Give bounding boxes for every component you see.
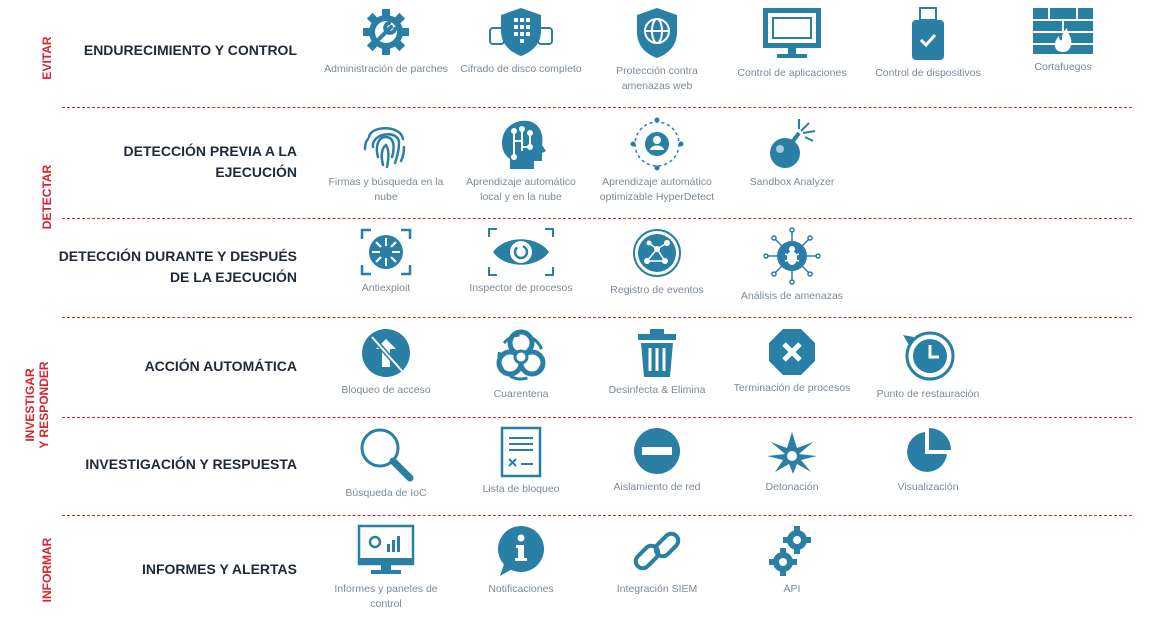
category-title-deteccion-previa: DETECCIÓN PREVIA A LA EJECUCIÓN: [123, 143, 297, 180]
item-label: Aislamiento de red: [613, 481, 701, 493]
item-label: Lista de bloqueo: [482, 483, 560, 495]
item-label: Control de aplicaciones: [737, 67, 847, 79]
item-informes-paneles: Informes y paneles de control: [316, 524, 456, 612]
item-label: Cortafuegos: [1034, 61, 1092, 73]
item-label: Administración de parches: [324, 63, 448, 75]
fingerprint-icon: [363, 127, 406, 169]
pie-chart-icon: [907, 428, 951, 472]
item-analisis-amenazas: Análisis de amenazas: [722, 227, 862, 304]
item-api: API: [722, 524, 862, 597]
item-label: Registro de eventos: [610, 284, 704, 296]
item-cifrado-disco: Cifrado de disco completo: [451, 6, 591, 77]
item-administracion-parches: Administración de parches: [316, 6, 456, 77]
item-aprendizaje-hyperdetect: Aprendizaje automático optimizable Hyper…: [587, 117, 727, 205]
item-label: Análisis de amenazas: [740, 290, 844, 302]
item-cortafuegos: Cortafuegos: [993, 6, 1133, 75]
item-antiexploit: Antiexploit: [316, 227, 456, 296]
firewall-icon: [1033, 8, 1093, 54]
phase-informar: INFORMAR: [40, 537, 54, 603]
item-sandbox-analyzer: Sandbox Analyzer: [722, 117, 862, 190]
row-separator: [62, 317, 1132, 318]
item-proteccion-web: Protección contra amenazas web: [587, 6, 727, 94]
item-registro-eventos: Registro de eventos: [587, 227, 727, 298]
phase-evitar: EVITAR: [40, 36, 54, 80]
category-title-investigacion: INVESTIGACIÓN Y RESPUESTA: [85, 456, 297, 472]
item-aislamiento-red: Aislamiento de red: [587, 426, 727, 495]
bug-circuit-icon: [763, 227, 821, 285]
item-terminacion-procesos: Terminación de procesos: [722, 327, 862, 396]
row-separator: [62, 107, 1132, 108]
restore-clock-icon: [903, 331, 955, 381]
item-notificaciones: Notificaciones: [451, 524, 591, 597]
category-title-accion-automatica: ACCIÓN AUTOMÁTICA: [144, 358, 297, 374]
item-label: Punto de restauración: [876, 388, 980, 400]
item-bloqueo-acceso: Bloqueo de acceso: [316, 327, 456, 398]
item-label: Bloqueo de acceso: [341, 384, 431, 396]
item-label: Búsqueda de IoC: [345, 487, 427, 499]
biohazard-icon: [496, 329, 546, 381]
shield-keypad-icon: [489, 8, 553, 56]
ai-head-icon: [502, 120, 546, 169]
info-bubble-icon: [498, 526, 544, 576]
item-label: Cifrado de disco completo: [460, 63, 582, 75]
phase-investigar-responder: INVESTIGAR Y RESPONDER: [23, 361, 51, 449]
dashboard-monitor-icon: [357, 524, 415, 574]
item-label: Visualización: [897, 481, 959, 493]
detonation-icon: [767, 432, 817, 474]
row-separator: [62, 218, 1132, 219]
item-label: Antiexploit: [361, 282, 411, 294]
item-integracion-siem: Integración SIEM: [587, 524, 727, 597]
monitor-app-icon: [763, 8, 821, 58]
item-label: Control de dispositivos: [875, 67, 981, 79]
item-label: Inspector de procesos: [469, 282, 573, 294]
item-label: Aprendizaje automático optimizable Hyper…: [599, 176, 715, 203]
item-label: Firmas y búsqueda en la nube: [328, 176, 444, 203]
item-label: API: [783, 583, 801, 595]
item-control-aplicaciones: Control de aplicaciones: [722, 6, 862, 81]
antiexploit-icon: [360, 228, 412, 276]
item-detonacion: Detonación: [722, 426, 862, 495]
item-label: Terminación de procesos: [733, 382, 851, 394]
item-label: Aprendizaje automático local y en la nub…: [466, 176, 576, 203]
usb-drive-icon: [912, 7, 944, 60]
octagon-x-icon: [769, 329, 815, 375]
trash-icon: [638, 329, 676, 377]
category-title-informes: INFORMES Y ALERTAS: [141, 561, 297, 577]
blocked-arrow-icon: [362, 329, 410, 377]
blocklist-doc-icon: [500, 426, 542, 478]
shield-globe-icon: [637, 8, 677, 58]
item-label: Protección contra amenazas web: [616, 65, 698, 92]
gear-wrench-icon: [363, 9, 409, 55]
item-inspector-procesos: Inspector de procesos: [451, 227, 591, 296]
phase-detectar: DETECTAR: [40, 164, 54, 230]
row-separator: [62, 417, 1132, 418]
item-control-dispositivos: Control de dispositivos: [858, 6, 998, 81]
target-user-icon: [630, 117, 684, 171]
item-label: Notificaciones: [488, 583, 554, 595]
item-label: Informes y paneles de control: [334, 583, 438, 610]
chain-link-icon: [633, 531, 681, 571]
row-separator: [62, 515, 1132, 516]
bomb-icon: [770, 119, 816, 168]
category-title-deteccion-durante: DETECCIÓN DURANTE Y DESPUÉS DE LA EJECUC…: [58, 248, 297, 285]
item-desinfecta-elimina: Desinfecta & Elimina: [587, 327, 727, 398]
network-nodes-icon: [633, 229, 681, 277]
item-firmas-busqueda: Firmas y búsqueda en la nube: [316, 117, 456, 205]
item-lista-bloqueo: Lista de bloqueo: [451, 426, 591, 497]
item-label: Detonación: [765, 481, 819, 493]
item-busqueda-ioc: Búsqueda de IoC: [316, 426, 456, 501]
magnifier-icon: [360, 428, 414, 482]
item-label: Sandbox Analyzer: [749, 176, 835, 188]
item-visualizacion: Visualización: [858, 426, 998, 495]
no-entry-icon: [634, 428, 680, 474]
item-cuarentena: Cuarentena: [451, 327, 591, 402]
item-punto-restauracion: Punto de restauración: [858, 327, 998, 402]
item-label: Cuarentena: [493, 388, 549, 400]
category-title-endurecimiento: ENDURECIMIENTO Y CONTROL: [83, 42, 297, 58]
eye-icon: [488, 228, 554, 276]
item-aprendizaje-local-nube: Aprendizaje automático local y en la nub…: [451, 117, 591, 205]
item-label: Integración SIEM: [616, 583, 698, 595]
gears-icon: [769, 526, 811, 576]
item-label: Desinfecta & Elimina: [608, 384, 706, 396]
